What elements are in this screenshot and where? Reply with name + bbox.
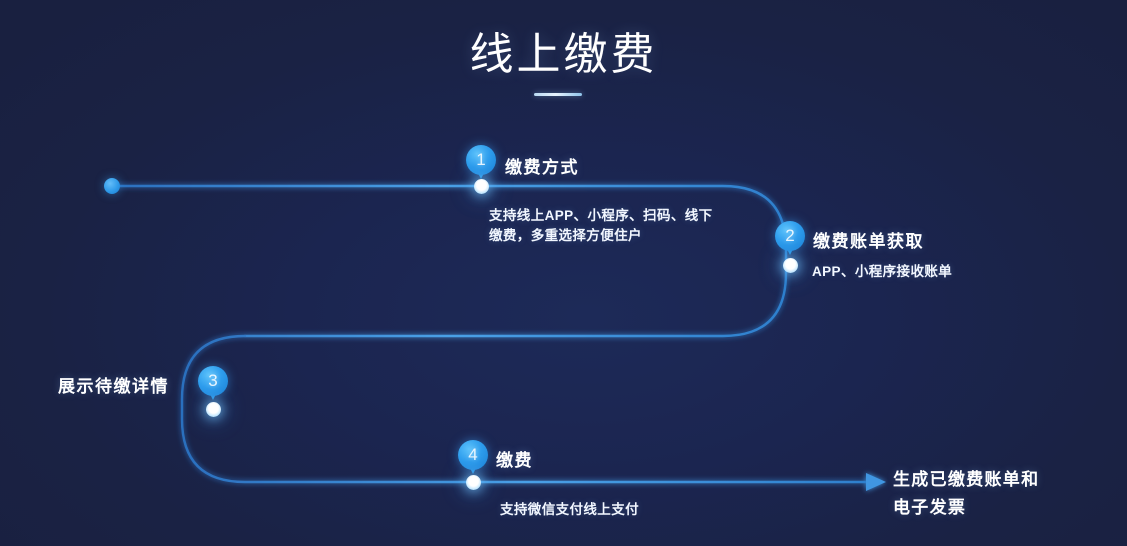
step-marker-pin-1[interactable]: 1 xyxy=(466,145,496,179)
title-underline-accent xyxy=(534,93,582,96)
step-description-4: 支持微信支付线上支付 xyxy=(500,500,639,520)
flow-outcome-line: 生成已缴费账单和 xyxy=(893,470,1040,489)
pin-bulb-icon xyxy=(198,366,228,396)
step-description-line: 支持线上APP、小程序、扫码、线下 xyxy=(489,208,713,223)
step-title-2: 缴费账单获取 xyxy=(813,232,924,251)
step-marker-pin-3[interactable]: 3 xyxy=(198,366,228,400)
step-number-1: 1 xyxy=(476,150,486,169)
step-description-2: APP、小程序接收账单 xyxy=(812,262,952,282)
flow-arrowhead xyxy=(866,473,886,491)
step-title-4: 缴费 xyxy=(496,451,533,470)
step-node-dot-4 xyxy=(465,474,481,490)
page-title: 线上缴费 xyxy=(469,30,658,79)
step-number-4: 4 xyxy=(468,445,478,464)
step-number-3: 3 xyxy=(208,371,218,390)
step-title-1: 缴费方式 xyxy=(505,158,579,177)
step-description-line: 缴费，多重选择方便住户 xyxy=(489,228,642,243)
step-description-1: 支持线上APP、小程序、扫码、线下缴费，多重选择方便住户 xyxy=(489,206,713,246)
step-marker-pin-2[interactable]: 2 xyxy=(775,221,805,255)
step-marker-pin-4[interactable]: 4 xyxy=(458,440,488,474)
step-node-dot-3 xyxy=(205,401,221,417)
step-node-dot-2 xyxy=(782,257,798,273)
flow-outcome-line: 电子发票 xyxy=(893,498,967,517)
step-node-dot-1 xyxy=(473,178,489,194)
step-description-line: APP、小程序接收账单 xyxy=(812,264,953,279)
step-number-2: 2 xyxy=(785,226,795,245)
pin-bulb-icon xyxy=(458,440,488,470)
pin-bulb-icon xyxy=(775,221,805,251)
step-description-line: 支持微信支付线上支付 xyxy=(500,502,639,517)
pin-bulb-icon xyxy=(466,145,496,175)
flow-outcome-label: 生成已缴费账单和电子发票 xyxy=(893,466,1039,522)
step-title-3: 展示待缴详情 xyxy=(58,377,169,396)
flow-start-dot xyxy=(104,178,120,194)
